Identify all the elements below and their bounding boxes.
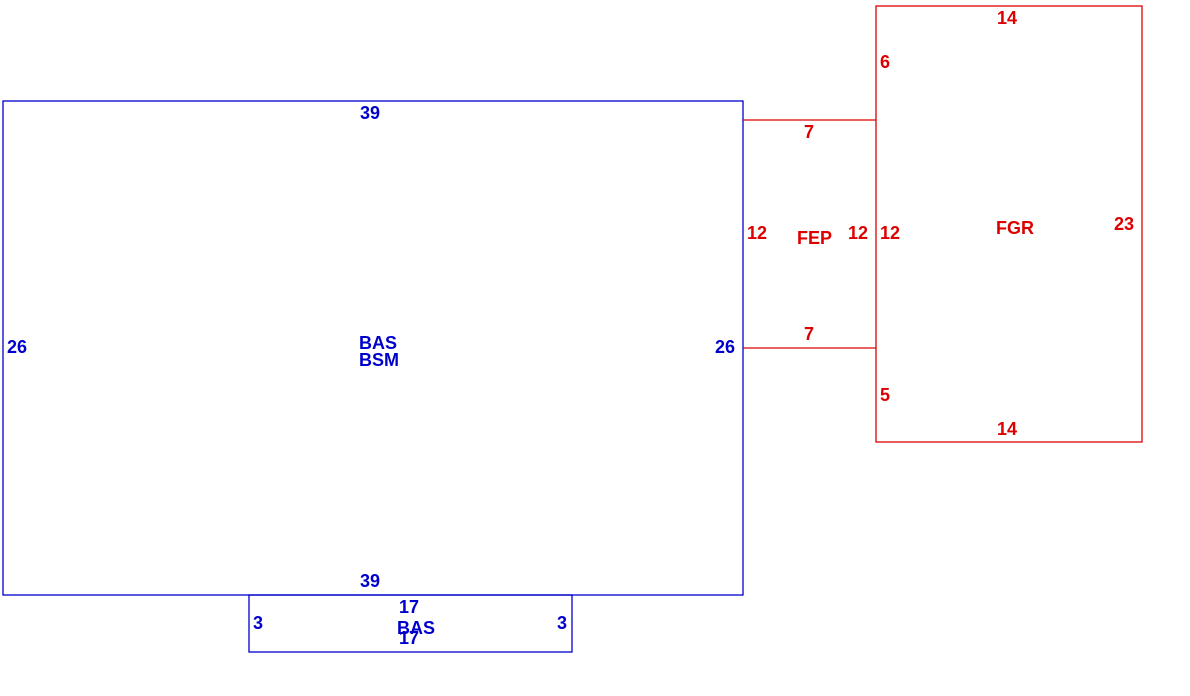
main-dim-top: 39: [360, 103, 380, 123]
porch-dim-bottom: 7: [804, 324, 814, 344]
garage-dim-right: 23: [1114, 214, 1134, 234]
garage-area-code: FGR: [996, 218, 1034, 238]
garage-dim-bottom: 14: [997, 419, 1017, 439]
porch-dim-left: 12: [747, 223, 767, 243]
bump-dim-top: 17: [399, 597, 419, 617]
porch-area-code: FEP: [797, 228, 832, 248]
garage-outline: [875, 5, 1143, 443]
bump-out-outline: [248, 594, 573, 653]
main-area-code-2: BSM: [359, 350, 399, 370]
bump-dim-bottom: 17: [399, 628, 419, 648]
porch-dim-right: 12: [848, 223, 868, 243]
porch-dim-top: 7: [804, 122, 814, 142]
bump-dim-left: 3: [253, 613, 263, 633]
main-dim-left: 26: [7, 337, 27, 357]
garage-dim-left-upper: 6: [880, 52, 890, 72]
main-dim-right: 26: [715, 337, 735, 357]
main-area-code-1: BAS: [359, 333, 397, 353]
main-dim-bottom: 39: [360, 571, 380, 591]
garage-dim-left-middle: 12: [880, 223, 900, 243]
garage-dim-top: 14: [997, 8, 1017, 28]
bump-dim-right: 3: [557, 613, 567, 633]
garage-dim-left-lower: 5: [880, 385, 890, 405]
bump-area-code: BAS: [397, 618, 435, 638]
